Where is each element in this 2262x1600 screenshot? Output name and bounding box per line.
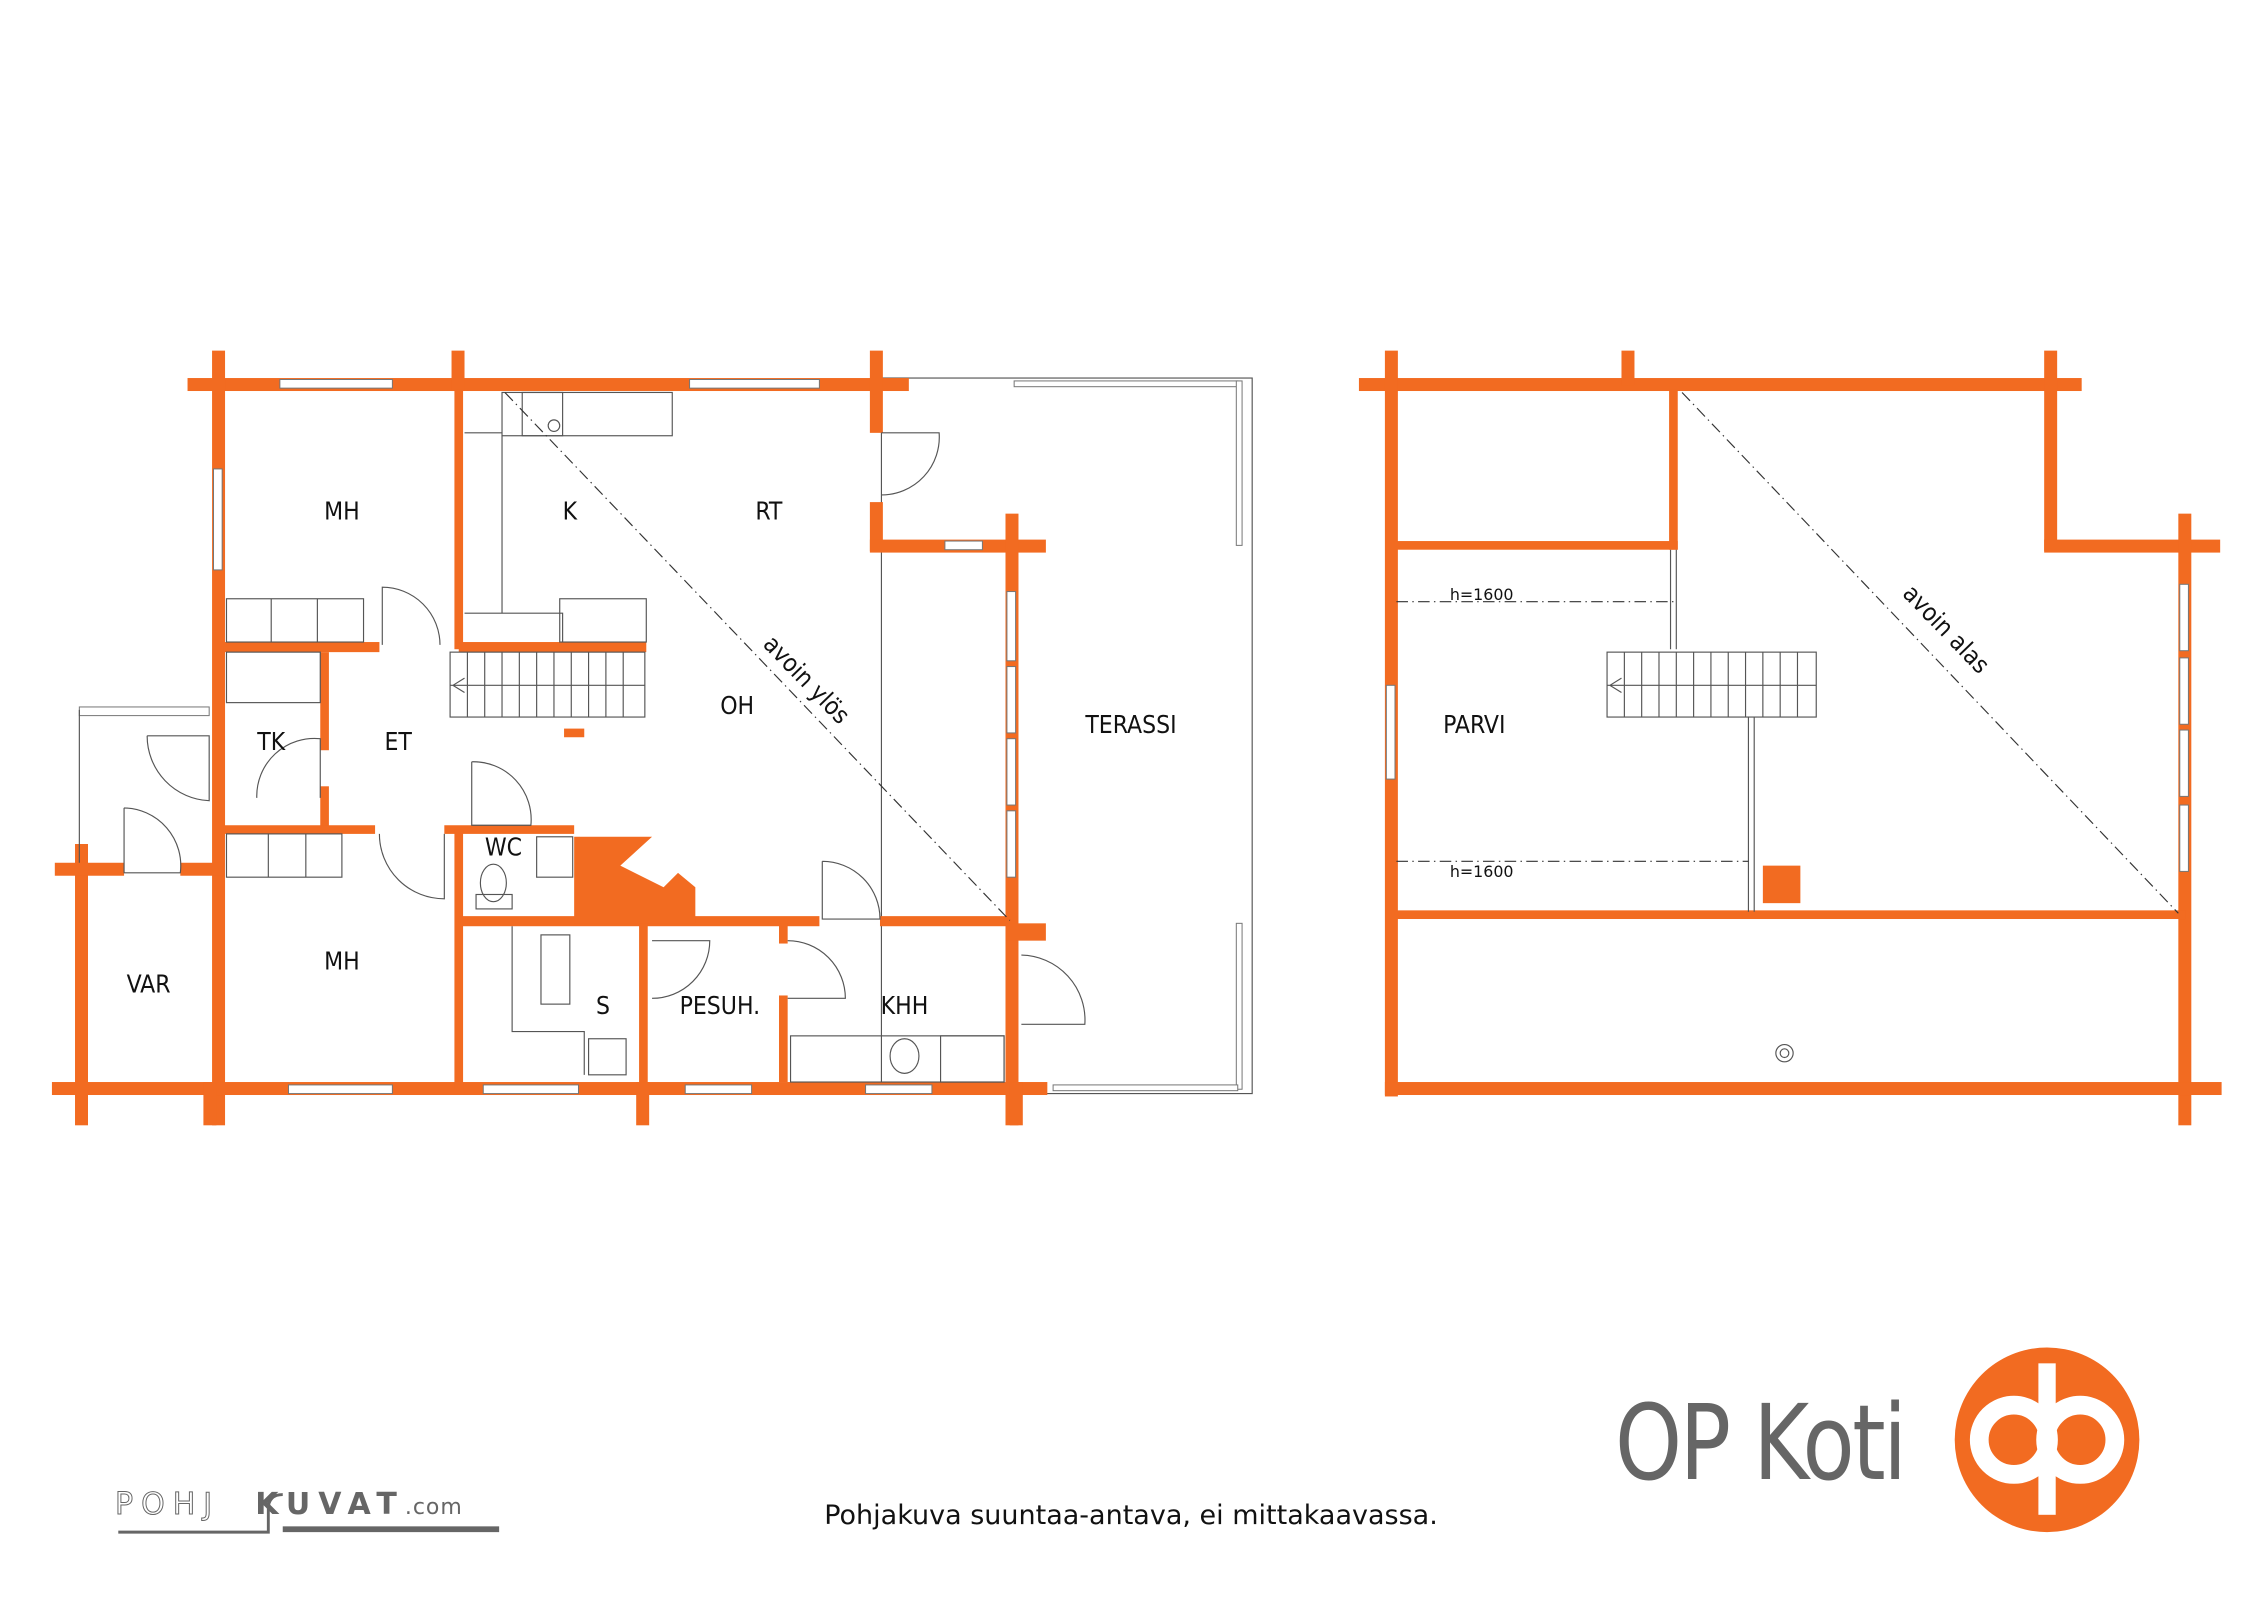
- disclaimer: Pohjakuva suuntaa-antava, ei mittakaavas…: [824, 1500, 1438, 1531]
- room-label-rt: RT: [755, 496, 783, 525]
- room-label-s: S: [596, 991, 610, 1020]
- logo-text-2: KUVAT: [255, 1487, 405, 1522]
- op-logo: [1954, 1347, 2140, 1533]
- doors: [123, 432, 1086, 1025]
- room-label-oh: OH: [720, 691, 754, 720]
- logo-text-1: POHJ: [114, 1487, 221, 1523]
- height-note-2: h=1600: [1450, 862, 1514, 881]
- height-note-1: h=1600: [1450, 585, 1514, 604]
- ground-floor-plan: avoin ylös MH K RT TK ET OH TERASSI WC V…: [51, 350, 1794, 1126]
- room-label-mh: MH: [324, 496, 360, 525]
- chimney: [574, 836, 696, 924]
- room-label-terassi: TERASSI: [1084, 710, 1176, 739]
- room-label-mh-2: MH: [324, 947, 360, 976]
- staircase: [1606, 651, 1817, 718]
- room-label-wc: WC: [485, 833, 522, 862]
- logo-text-3: .com: [404, 1495, 463, 1520]
- drain-icon: [1775, 1043, 1794, 1063]
- room-label-pesuh: PESUH.: [680, 991, 761, 1020]
- room-label-var: VAR: [127, 970, 171, 999]
- open-above-line: [504, 392, 1011, 921]
- brand-name: OP Koti: [1615, 1382, 1907, 1504]
- open-below-line: [1681, 392, 2179, 914]
- toilet-icon: [479, 863, 507, 903]
- room-label-parvi: PARVI: [1443, 710, 1505, 739]
- upper-floor-plan: h=1600 h=1600 avoin alas PARVI: [1358, 350, 2222, 1126]
- room-label-k: K: [563, 496, 578, 525]
- terrace-outline: [880, 377, 1253, 1095]
- open-below-note: avoin alas: [1897, 579, 1996, 680]
- room-label-et: ET: [384, 727, 412, 756]
- open-above-note: avoin ylös: [758, 629, 856, 729]
- fixtures: [225, 391, 1794, 1083]
- sink-icon: [889, 1038, 920, 1074]
- room-label-khh: KHH: [881, 991, 929, 1020]
- staircase: [449, 651, 646, 718]
- room-label-tk: TK: [256, 727, 285, 756]
- pohjakuvat-logo: POHJ KUVAT.com: [114, 1487, 463, 1523]
- chimney: [1762, 865, 1801, 904]
